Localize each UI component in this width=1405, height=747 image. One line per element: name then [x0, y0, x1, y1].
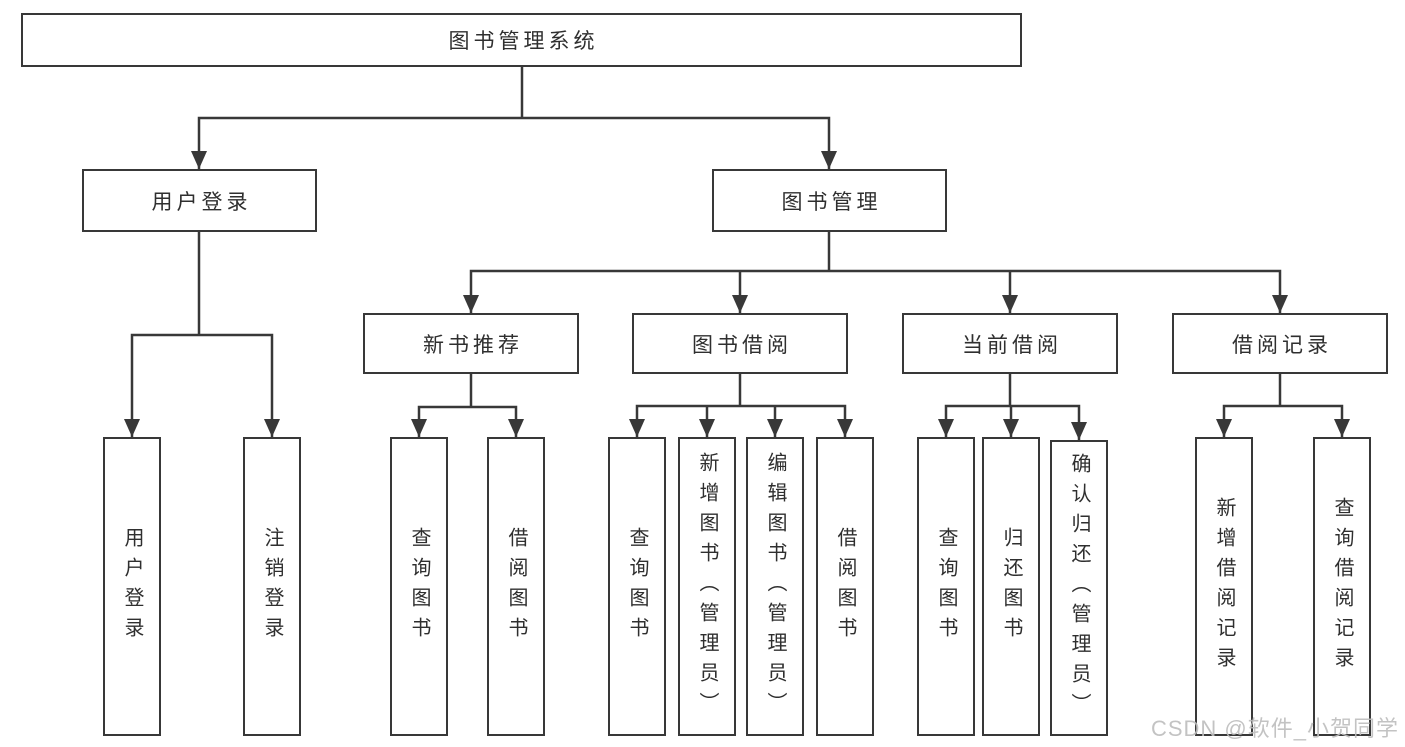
node-book-borrow: 图书借阅 — [632, 313, 848, 374]
node-current-borrow: 当前借阅 — [902, 313, 1118, 374]
leaf-borrow-borrow-book: 借阅图书 — [816, 437, 874, 736]
node-book-management: 图书管理 — [712, 169, 947, 232]
watermark: CSDN @软件_小贺同学 — [1150, 716, 1399, 741]
leaf-user-login: 用户登录 — [103, 437, 161, 736]
leaf-logout-login: 注销登录 — [243, 437, 301, 736]
leaf-current-return-book: 归还图书 — [982, 437, 1040, 736]
leaf-borrow-add-book-admin: 新增图书（管理员） — [678, 437, 736, 736]
leaf-recommend-query-book: 查询图书 — [390, 437, 448, 736]
leaf-recommend-borrow-book: 借阅图书 — [487, 437, 545, 736]
leaf-current-query-book: 查询图书 — [917, 437, 975, 736]
leaf-borrow-edit-book-admin: 编辑图书（管理员） — [746, 437, 804, 736]
leaf-records-add-record: 新增借阅记录 — [1195, 437, 1253, 736]
node-user-login: 用户登录 — [82, 169, 317, 232]
node-library-system: 图书管理系统 — [21, 13, 1022, 67]
leaf-borrow-query-book: 查询图书 — [608, 437, 666, 736]
leaf-records-query-record: 查询借阅记录 — [1313, 437, 1371, 736]
node-new-book-recommend: 新书推荐 — [363, 313, 579, 374]
leaf-current-confirm-return-admin: 确认归还（管理员） — [1050, 440, 1108, 736]
node-borrow-records: 借阅记录 — [1172, 313, 1388, 374]
